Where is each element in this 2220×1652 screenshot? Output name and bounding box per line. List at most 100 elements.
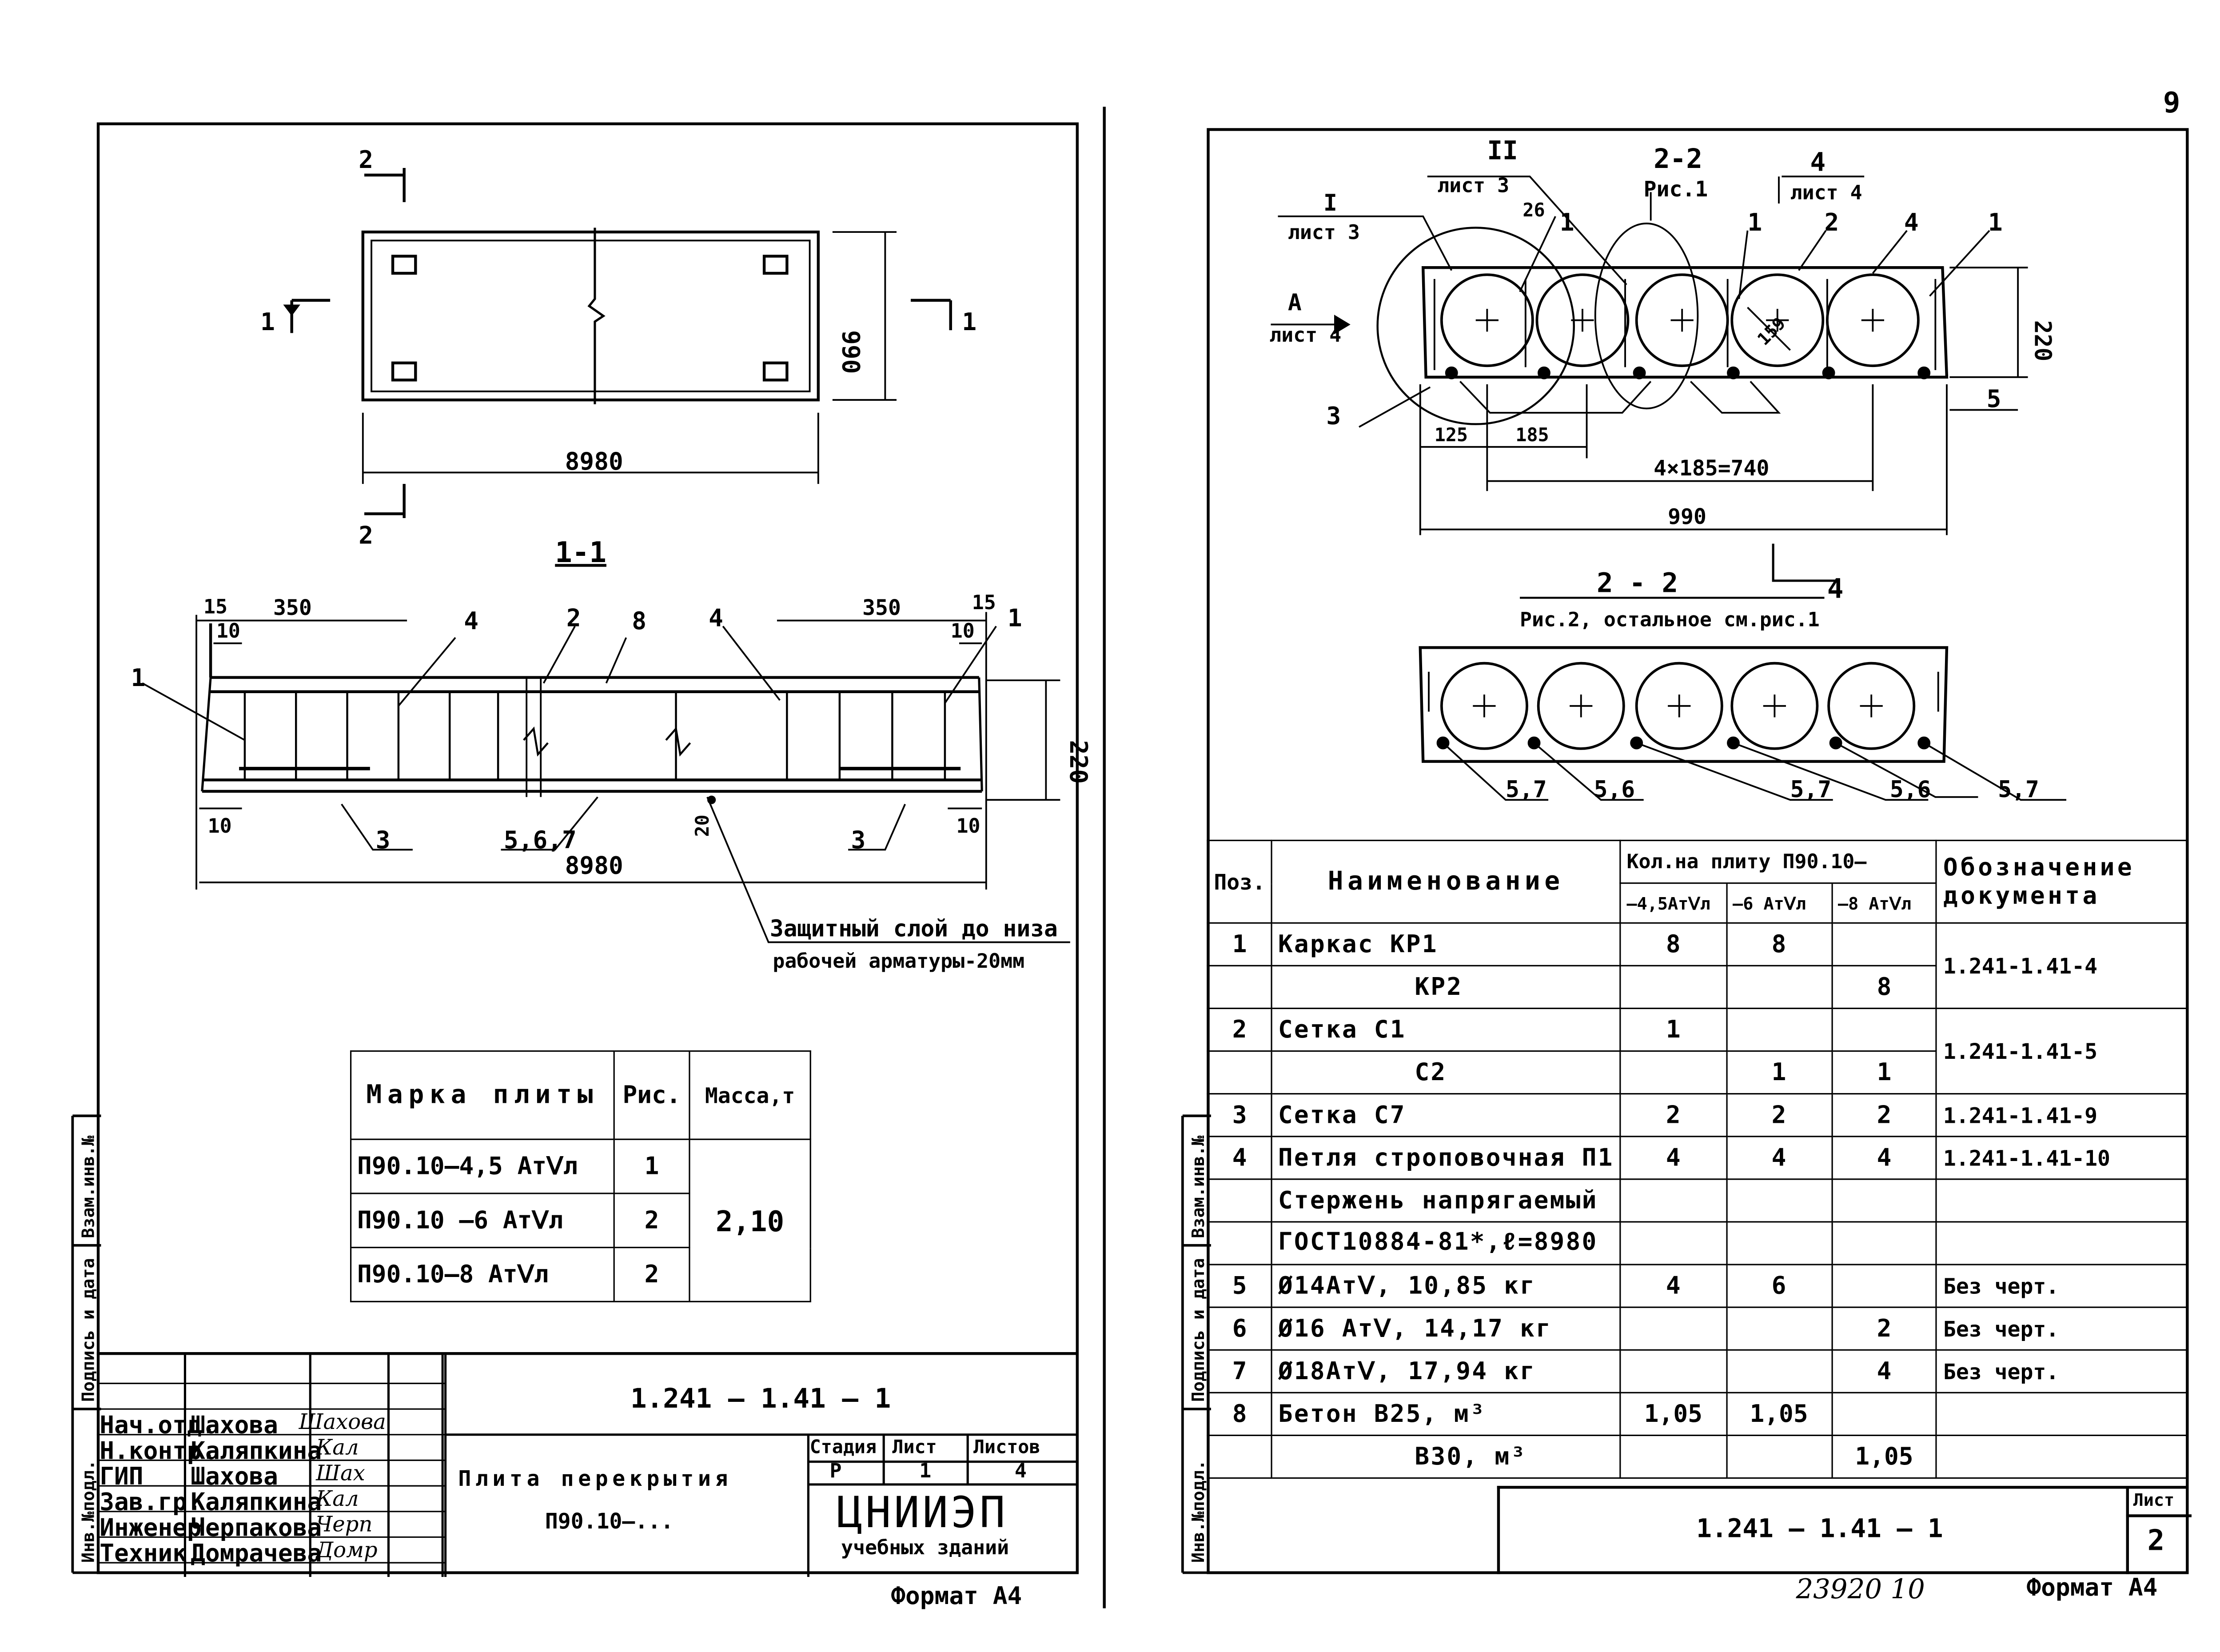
spec-cell-doc <box>1936 1434 2189 1479</box>
dim-4x185: 4×185=740 <box>1654 456 1769 481</box>
spec-h-doc: Обозначение документа <box>1936 839 2189 924</box>
name-3: Каляпкина <box>191 1488 322 1517</box>
spec-cell-doc: 1.241-1.41-5 <box>1936 1007 2189 1095</box>
spec-cell-q1: 2 <box>1619 1093 1727 1137</box>
spec-cell-name: Ø14АтⅤ, 10,85 кг <box>1271 1264 1621 1308</box>
spec-row: ГОСТ10884-81*,ℓ=8980 <box>1207 1221 2189 1265</box>
spec-h-q1: –4,5АтⅤл <box>1619 882 1727 924</box>
plan-length-label: 8980 <box>565 447 623 475</box>
pos-3-right: 3 <box>851 826 866 854</box>
spec-cell-q1: 1 <box>1619 1007 1727 1052</box>
section-height-label: 220 <box>1064 740 1093 784</box>
sheet-label: Лист <box>892 1437 937 1459</box>
sheets-label: Листов <box>973 1437 1040 1459</box>
spec-row: Стержень напрягаемый <box>1207 1178 2189 1223</box>
role-5: Техник <box>100 1540 187 1568</box>
spec-h-q3: –8 АтⅤл <box>1830 882 1938 924</box>
bar-label-4: 5,7 <box>1998 776 2039 803</box>
role-4: Инженер <box>100 1514 202 1543</box>
spec-cell-q2 <box>1726 1349 1833 1393</box>
sheets-value: 4 <box>1014 1460 1027 1483</box>
pos-567: 5,6,7 <box>504 826 577 854</box>
pos-4-top: 4 <box>1904 208 1919 236</box>
mass-value: 2,10 <box>689 1138 811 1302</box>
spec-cell-q1 <box>1619 1434 1727 1479</box>
bar-label-2: 5,7 <box>1790 776 1832 803</box>
name-4: Черпакова <box>191 1514 322 1543</box>
right-title-code: 1.241 – 1.41 – 1 <box>1696 1514 1943 1544</box>
role-2: ГИП <box>100 1463 143 1492</box>
stage-value: Р <box>829 1460 842 1483</box>
left-title-block: 1.241 – 1.41 – 1 Плита перекрытия П90.10… <box>96 1352 1079 1577</box>
spec-cell-pos: 2 <box>1207 1007 1273 1052</box>
spec-row: В30, м³ 1,05 <box>1207 1434 2189 1479</box>
spec-cell-q1: 8 <box>1619 922 1727 966</box>
section-length-label: 8980 <box>565 851 623 880</box>
page-number: 9 <box>2163 85 2180 120</box>
protective-layer-note-2: рабочей арматуры-20мм <box>773 949 1024 973</box>
spec-cell-pos: 8 <box>1207 1392 1273 1437</box>
dim-185: 185 <box>1515 424 1549 446</box>
signature-4: Черп <box>316 1511 373 1537</box>
spec-table: Поз. Наименование Кол.на плиту П90.10– О… <box>1207 839 2189 1479</box>
spec-cell-doc <box>1936 1392 2189 1437</box>
fig-header: Рис. <box>613 1050 690 1140</box>
right-stamp-col3: Взам.инв.№ <box>1188 1135 1208 1238</box>
right-stamp-col2: Подпись и дата <box>1188 1258 1208 1402</box>
spec-cell-q3: 4 <box>1830 1349 1938 1393</box>
spec-cell-q2: 4 <box>1726 1136 1833 1180</box>
dim-15-right: 15 <box>972 591 996 614</box>
spec-cell-q2 <box>1726 1178 1833 1223</box>
spec-cell-q3: 1,05 <box>1830 1434 1938 1479</box>
dim-20: 20 <box>691 814 713 837</box>
signature-0: Шахова <box>299 1409 386 1435</box>
org-subtitle: учебных зданий <box>841 1537 1009 1560</box>
spec-cell-doc: 1.241-1.41-10 <box>1936 1136 2189 1180</box>
role-1: Н.контр. <box>100 1437 216 1466</box>
spec-cell-doc: Без черт. <box>1936 1349 2189 1393</box>
dim-350-left: 350 <box>273 595 312 620</box>
ref-I: I <box>1323 190 1337 216</box>
spec-cell-name: Сетка С1 <box>1271 1007 1621 1052</box>
left-stamp-col2: Подпись и дата <box>78 1258 98 1402</box>
right-stamp-col1: Инв.№подл. <box>1188 1460 1208 1563</box>
pos-8: 8 <box>632 607 646 635</box>
pos-3-left: 3 <box>376 826 391 854</box>
spec-cell-q3 <box>1830 922 1938 966</box>
spec-cell-doc <box>1936 1221 2189 1265</box>
stage-label: Стадия <box>809 1437 877 1459</box>
section-2-2-bottom-title: 2 - 2 <box>1597 568 1678 599</box>
pos-3-top: 3 <box>1326 402 1341 430</box>
pos-1-right: 1 <box>1008 603 1022 632</box>
spec-cell-q3: 4 <box>1830 1136 1938 1180</box>
spec-cell-q2 <box>1726 965 1833 1010</box>
dim-10-bottom-right: 10 <box>957 814 980 838</box>
pos-2-top: 2 <box>1825 208 1839 236</box>
spec-cell-q2 <box>1726 1306 1833 1351</box>
spec-cell-name: Ø16 АтⅤ, 14,17 кг <box>1271 1306 1621 1351</box>
bar-label-1: 5,6 <box>1594 776 1635 803</box>
spec-cell-q2 <box>1726 1007 1833 1052</box>
section-2-2-bottom-subtitle: Рис.2, остальное см.рис.1 <box>1520 607 1820 631</box>
spec-cell-name: В30, м³ <box>1271 1434 1621 1479</box>
spec-cell-name: Ø18АтⅤ, 17,94 кг <box>1271 1349 1621 1393</box>
dim-125: 125 <box>1435 424 1468 446</box>
pos-2: 2 <box>566 603 581 632</box>
spec-cell-pos <box>1207 965 1273 1010</box>
spec-h-pos: Поз. <box>1207 839 1273 924</box>
spec-cell-q1 <box>1619 1178 1727 1223</box>
spec-cell-doc: Без черт. <box>1936 1264 2189 1308</box>
left-title-line1: Плита перекрытия <box>458 1466 733 1492</box>
spec-cell-q1 <box>1619 1306 1727 1351</box>
spec-cell-q3 <box>1830 1264 1938 1308</box>
section-1-1-title: 1-1 <box>555 536 606 569</box>
left-stamp-col3: Взам.инв.№ <box>78 1135 98 1238</box>
spec-cell-pos: 5 <box>1207 1264 1273 1308</box>
pos-1-left: 1 <box>131 663 146 692</box>
spec-cell-name: Бетон В25, м³ <box>1271 1392 1621 1437</box>
spec-cell-q3 <box>1830 1221 1938 1265</box>
spec-cell-doc: Без черт. <box>1936 1306 2189 1351</box>
